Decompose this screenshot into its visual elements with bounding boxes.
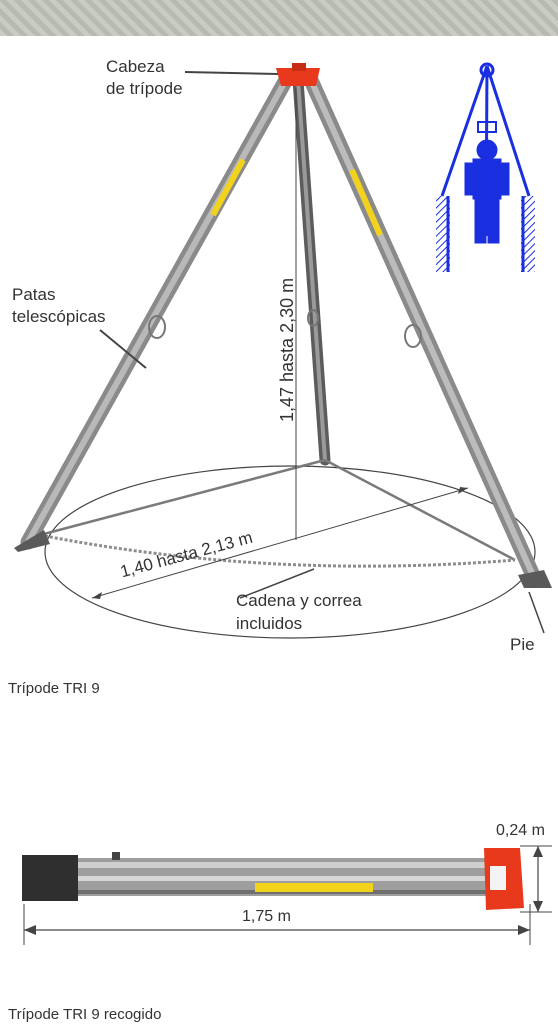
right-leg-ring <box>404 324 422 348</box>
chain-front <box>39 533 516 568</box>
folded-feet-end <box>22 855 78 901</box>
folded-tripod <box>22 848 524 910</box>
left-foot <box>14 530 50 552</box>
height-label: 1,47 hasta 2,30 m <box>277 277 297 422</box>
right-leg-yellow-accent <box>349 168 383 237</box>
legs-label-line2: telescópicas <box>12 307 106 326</box>
chain-to-right <box>324 458 516 562</box>
legs-label-line1: Patas <box>12 285 56 304</box>
foot-leader <box>528 591 545 634</box>
left-leg-yellow-accent <box>210 158 246 217</box>
folded-width-label: 0,24 m <box>496 822 545 839</box>
left-leg-ring <box>148 315 166 339</box>
folded-yellow-stripe <box>255 883 373 892</box>
tripod-head <box>276 68 320 86</box>
header-hatch-bar <box>0 0 558 36</box>
rescue-icon <box>436 62 535 272</box>
chain-label-line1: Cadena y correa <box>236 591 362 610</box>
folded-caption: Trípode TRI 9 recogido <box>8 1006 162 1023</box>
back-leg-ring <box>307 309 319 327</box>
floor-ellipse <box>44 465 536 639</box>
head-label-line2: de trípode <box>106 79 183 98</box>
chain-leader <box>239 568 315 599</box>
back-leg-highlight <box>296 79 327 461</box>
tripod-caption: Trípode TRI 9 <box>8 680 100 697</box>
folded-length-label: 1,75 m <box>242 908 291 925</box>
right-leg-highlight <box>307 76 538 582</box>
right-foot <box>518 570 552 588</box>
head-leader <box>184 71 279 75</box>
chain-label-line2: incluidos <box>236 614 303 633</box>
chain-to-left <box>39 458 326 537</box>
head-label-line1: Cabeza <box>106 57 165 76</box>
foot-label: Pie <box>510 635 535 654</box>
legs-leader <box>99 329 147 369</box>
left-leg-highlight <box>25 76 290 544</box>
